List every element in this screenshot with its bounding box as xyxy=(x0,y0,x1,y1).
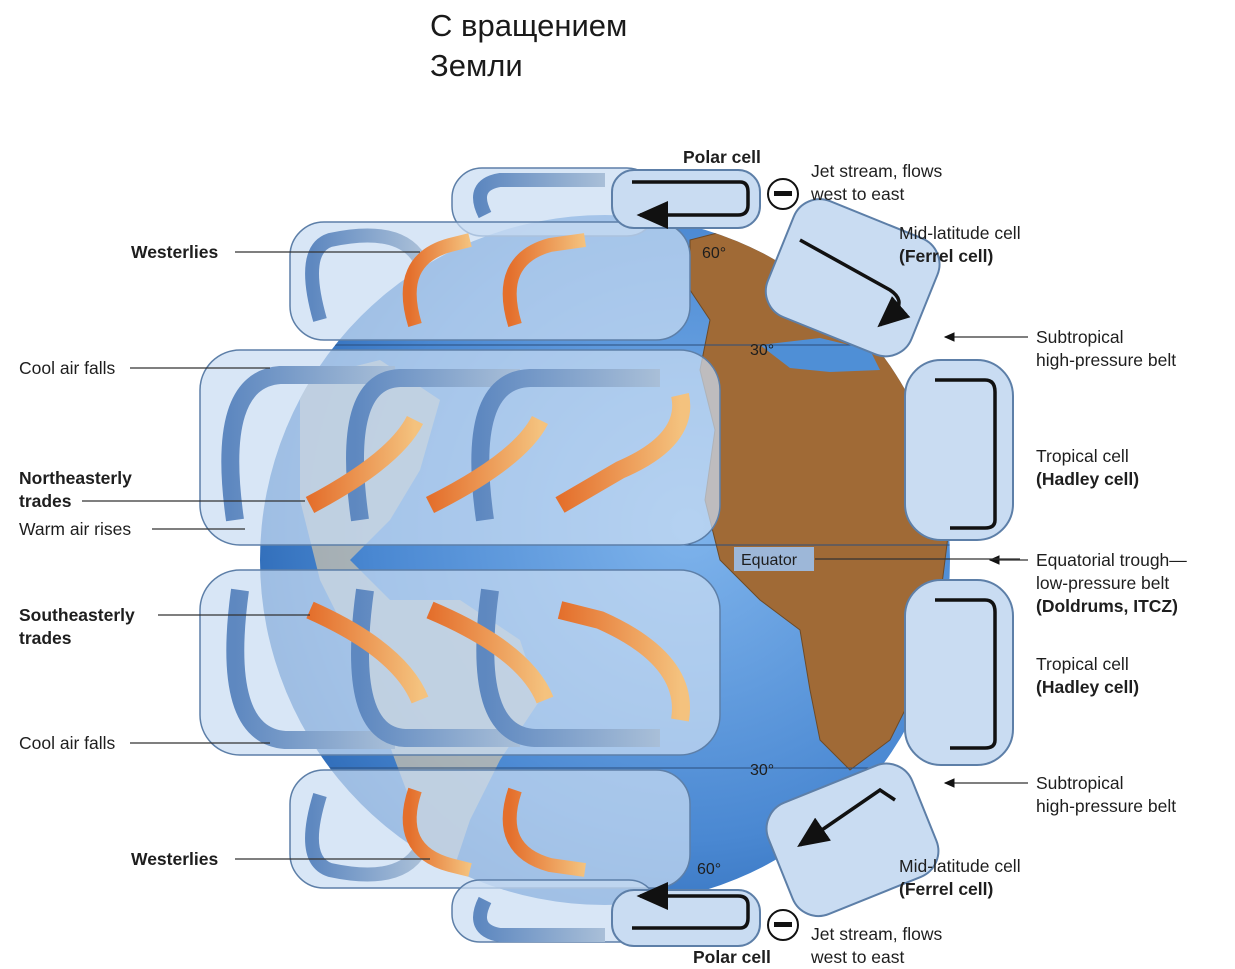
subtropical-top-label-1: Subtropical xyxy=(1036,327,1124,347)
subtropical-bottom-label-1: Subtropical xyxy=(1036,773,1124,793)
jet-stream-top-label-1: Jet stream, flows xyxy=(811,161,943,181)
hadley-band-south xyxy=(200,570,720,755)
equator-label: Equator xyxy=(741,552,798,569)
polar-cell-box-bottom xyxy=(612,890,760,946)
hadley-bottom-label-1: Tropical cell xyxy=(1036,654,1129,674)
latitude-60s-label: 60° xyxy=(697,861,721,878)
jet-stream-bottom-label-2: west to east xyxy=(810,947,905,967)
southeasterly-trades-label-2: trades xyxy=(19,628,72,648)
cool-air-falls-top-label: Cool air falls xyxy=(19,358,116,378)
itcz-label-2: low-pressure belt xyxy=(1036,573,1169,593)
latitude-30n-label: 30° xyxy=(750,342,774,359)
itcz-label-3: (Doldrums, ITCZ) xyxy=(1036,596,1178,616)
jet-stream-bottom-label-1: Jet stream, flows xyxy=(811,924,943,944)
subtropical-bottom-label-2: high-pressure belt xyxy=(1036,796,1176,816)
hadley-cell-box-north xyxy=(905,360,1013,540)
ferrel-bottom-label-1: Mid-latitude cell xyxy=(899,856,1021,876)
hadley-top-label-2: (Hadley cell) xyxy=(1036,469,1139,489)
hadley-cell-box-south xyxy=(905,580,1013,765)
northeasterly-trades-label-2: trades xyxy=(19,491,72,511)
westerlies-top-label: Westerlies xyxy=(131,242,218,262)
polar-cell-top-label: Polar cell xyxy=(683,147,761,167)
jet-stream-top-label-2: west to east xyxy=(810,184,905,204)
cool-air-falls-bottom-label: Cool air falls xyxy=(19,733,116,753)
westerlies-bottom-label: Westerlies xyxy=(131,849,218,869)
subtropical-top-label-2: high-pressure belt xyxy=(1036,350,1176,370)
ferrel-top-label-2: (Ferrel cell) xyxy=(899,246,993,266)
warm-air-rises-label: Warm air rises xyxy=(19,519,131,539)
jet-stream-symbol-bottom xyxy=(768,910,798,940)
southeasterly-trades-label-1: Southeasterly xyxy=(19,605,135,625)
polar-cell-bottom-label: Polar cell xyxy=(693,947,771,967)
itcz-label-1: Equatorial trough— xyxy=(1036,550,1187,570)
latitude-30s-label: 30° xyxy=(750,762,774,779)
polar-cell-box-top xyxy=(612,170,760,228)
ferrel-bottom-label-2: (Ferrel cell) xyxy=(899,879,993,899)
hadley-bottom-label-2: (Hadley cell) xyxy=(1036,677,1139,697)
ferrel-top-label-1: Mid-latitude cell xyxy=(899,223,1021,243)
hadley-top-label-1: Tropical cell xyxy=(1036,446,1129,466)
northeasterly-trades-label-1: Northeasterly xyxy=(19,468,132,488)
latitude-60n-label: 60° xyxy=(702,245,726,262)
jet-stream-symbol-top xyxy=(768,179,798,209)
